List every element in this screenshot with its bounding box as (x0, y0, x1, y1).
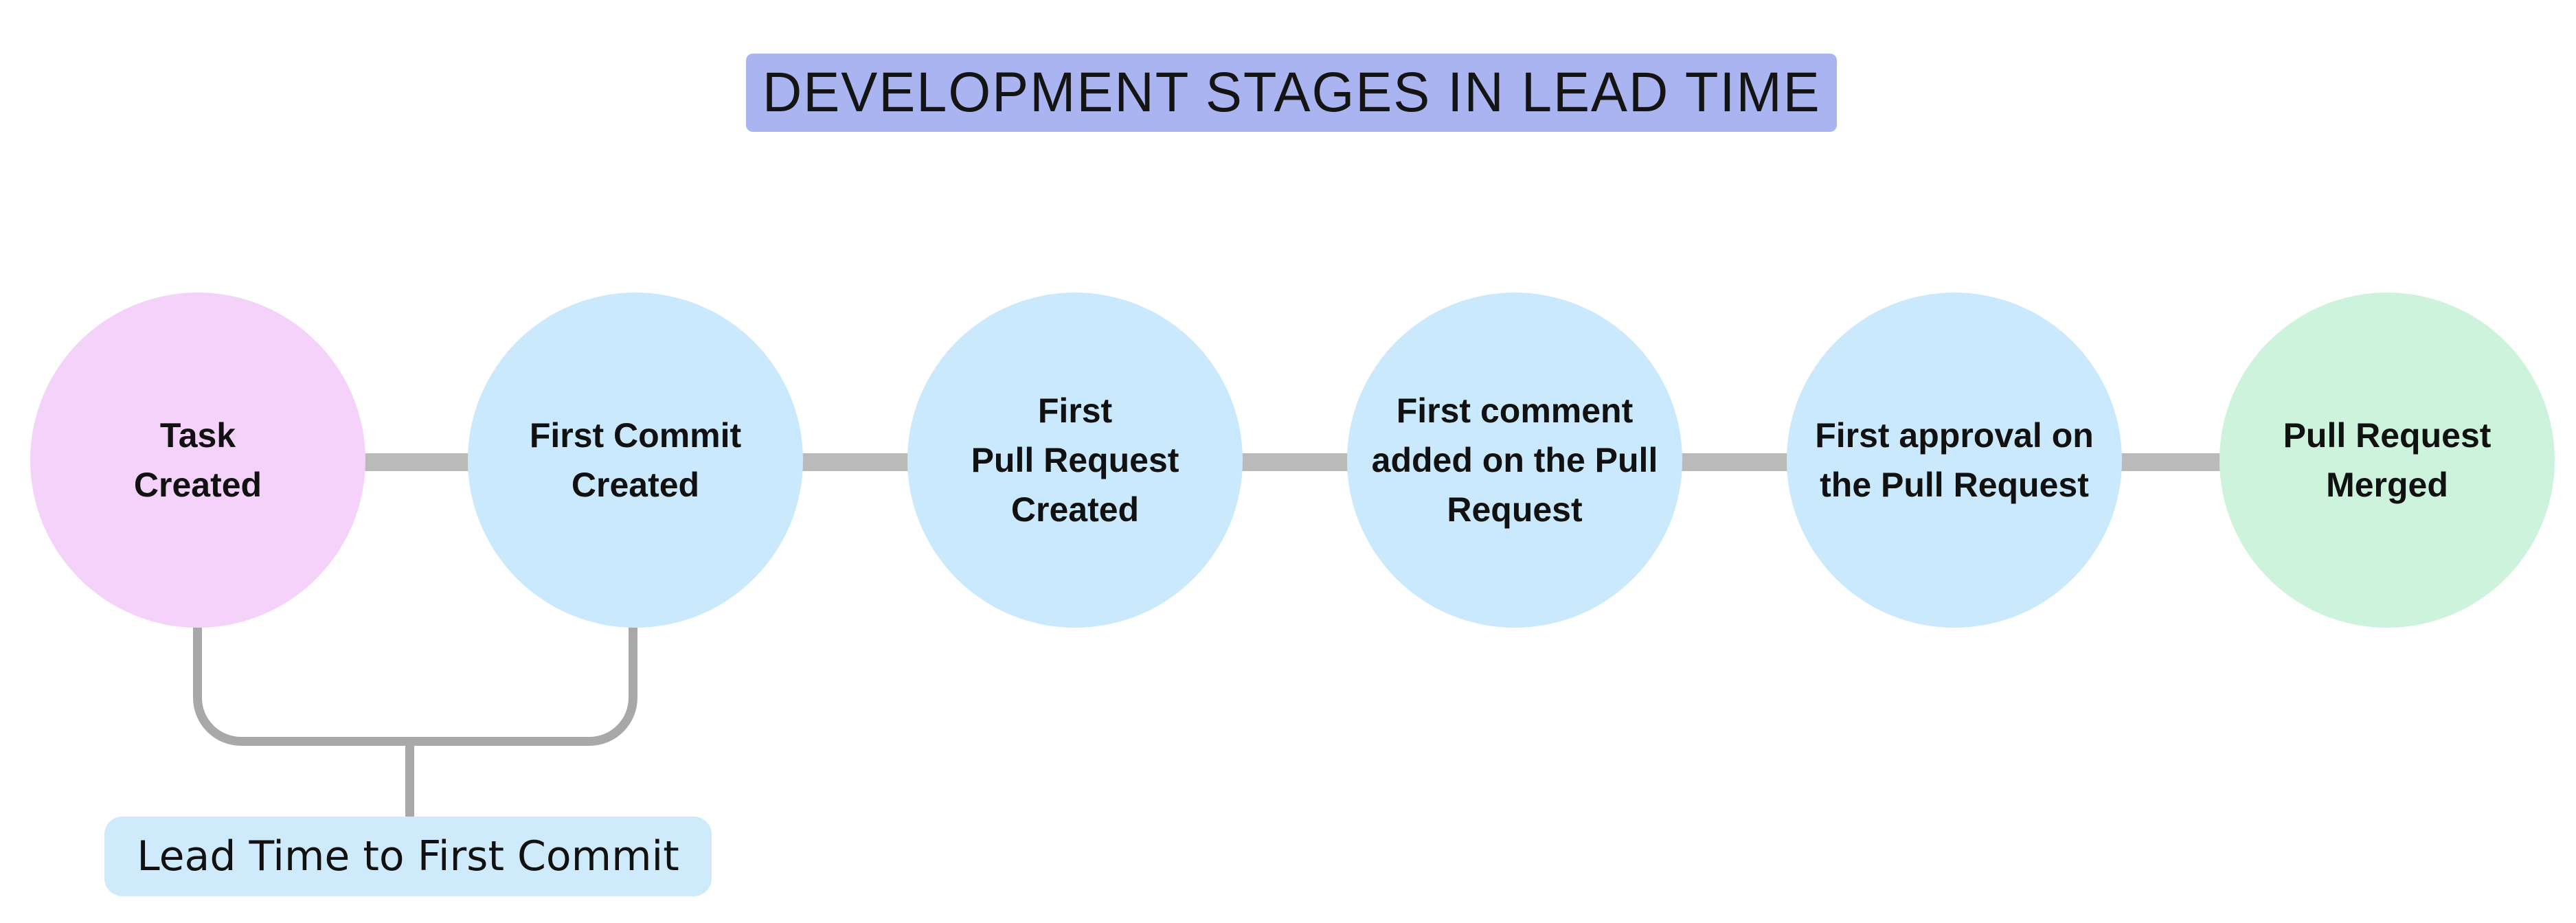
stage-label-line: Task (159, 416, 236, 455)
stage-label-line: Created (133, 466, 262, 504)
title-banner: DEVELOPMENT STAGES IN LEAD TIME (746, 54, 1837, 132)
stage-label-line: added on the Pull (1371, 441, 1658, 479)
stage-node-first-approval: First approval on the Pull Request (1787, 293, 2122, 628)
stage-label-line: the Pull Request (1820, 466, 2089, 504)
stage-label-line: Pull Request (971, 441, 1179, 479)
stage-label-line: Created (571, 466, 700, 504)
lead-time-annotation: Lead Time to First Commit (104, 817, 712, 896)
stage-node-first-pull-request-created: First Pull Request Created (907, 293, 1243, 628)
stage-label-line: Created (1010, 490, 1140, 529)
stage-label-line: First Commit (529, 416, 742, 455)
page-title: DEVELOPMENT STAGES IN LEAD TIME (762, 61, 1821, 124)
stage-label-line: First comment (1396, 391, 1634, 430)
stage-label-line: First approval on (1815, 416, 2094, 455)
stage-node-pull-request-merged: Pull Request Merged (2219, 293, 2555, 628)
stage-node-first-commit-created: First Commit Created (468, 293, 803, 628)
stage-node-first-comment-added: First comment added on the Pull Request (1347, 293, 1682, 628)
stage-label-line: First (1037, 391, 1113, 430)
stage-node-task-created: Task Created (30, 293, 365, 628)
stage-label-line: Pull Request (2283, 416, 2492, 455)
lead-time-bracket-stem (405, 746, 414, 818)
stage-label-line: Merged (2326, 466, 2448, 504)
stage-label-line: Request (1447, 490, 1583, 529)
lead-time-annotation-text: Lead Time to First Commit (137, 832, 679, 880)
lead-time-bracket (193, 618, 637, 746)
